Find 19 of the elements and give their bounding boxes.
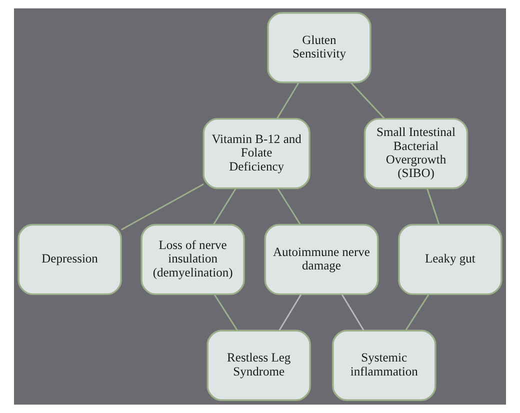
node-box: Restless Leg Syndrome: [206, 330, 311, 401]
node-box: Leaky gut: [398, 224, 502, 296]
connector: [214, 294, 238, 331]
connector: [405, 294, 430, 331]
connector: [278, 294, 302, 331]
connector: [341, 294, 364, 331]
node-box: Gluten Sensitivity: [267, 12, 372, 84]
node-box: Vitamin B-12 and Folate Deficiency: [202, 118, 310, 190]
connector: [121, 183, 204, 230]
node-box: Loss of nerve insulation (demyelination): [140, 224, 245, 296]
connector: [350, 82, 385, 120]
node-box: Depression: [18, 224, 122, 296]
node-box: Autoimmune nerve damage: [264, 224, 379, 296]
connector: [277, 188, 301, 225]
connector: [426, 188, 440, 225]
node-box: Systemic inflammation: [332, 330, 436, 401]
connector: [213, 188, 236, 225]
connector: [276, 82, 300, 119]
node-box: Small Intestinal Bacterial Overgrowth (SIBO): [364, 118, 468, 190]
